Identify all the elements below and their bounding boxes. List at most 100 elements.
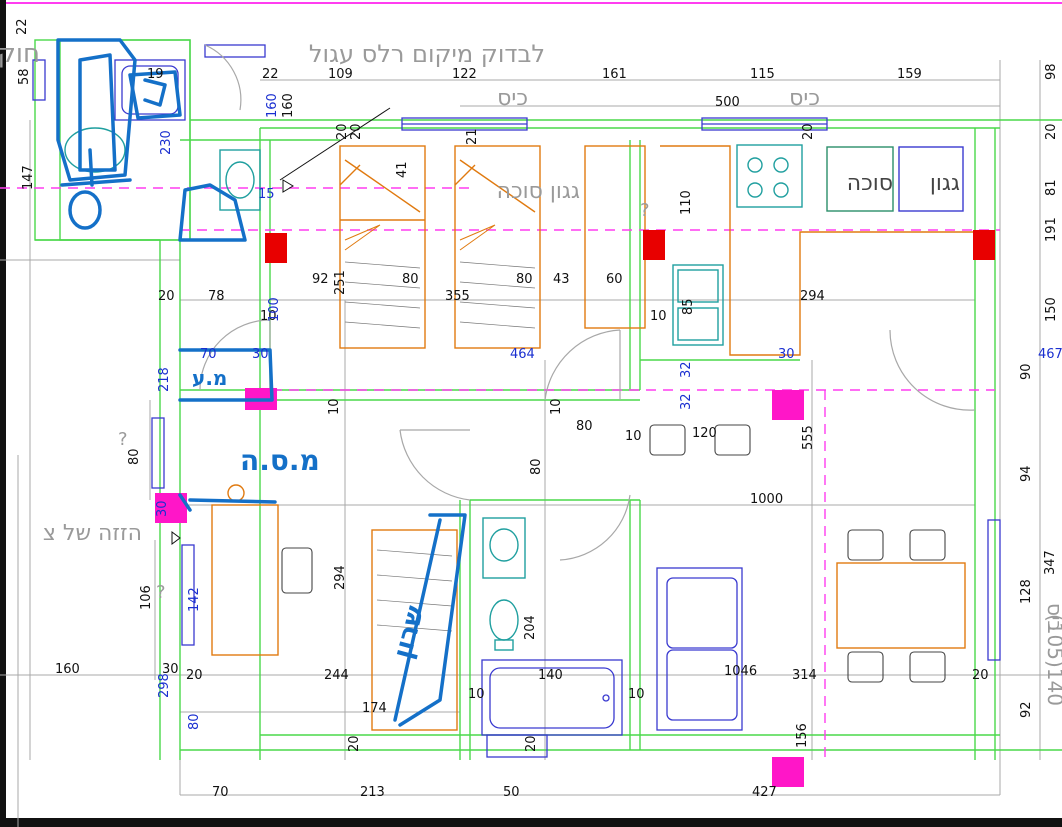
dim-81: 81 — [1044, 179, 1059, 196]
left-strip — [0, 0, 6, 827]
dim-50: 50 — [503, 785, 520, 800]
dim-10-b: 10 — [650, 309, 667, 324]
dim-100: 100 — [267, 297, 282, 322]
dim-80-f: 80 — [187, 713, 202, 730]
dim-314: 314 — [792, 668, 817, 683]
dim-156: 156 — [795, 723, 810, 748]
dim-191: 191 — [1044, 217, 1059, 242]
dim-41: 41 — [395, 161, 410, 178]
sofa — [656, 567, 743, 731]
dashed-guides — [0, 187, 1000, 760]
dim-120: 120 — [692, 426, 717, 441]
dim-115: 115 — [750, 67, 775, 82]
dim-427: 427 — [752, 785, 777, 800]
ink-annotation-a: מ.ס.ה — [240, 444, 320, 477]
sanitary-fixtures — [64, 127, 803, 651]
bed-hatching — [344, 261, 536, 632]
note-check-rail: לבדוק מיקום רלס עגול — [309, 40, 545, 68]
dim-80-a: 80 — [402, 272, 419, 287]
dim-20-g: 20 — [972, 668, 989, 683]
dim-94: 94 — [1019, 465, 1034, 482]
dim-106: 106 — [139, 585, 154, 610]
dim-20-h: 20 — [347, 735, 362, 752]
dim-58: 58 — [17, 68, 32, 85]
dim-20-d: 20 — [1044, 123, 1059, 140]
dim-92-b: 92 — [1019, 701, 1034, 718]
windows — [32, 44, 1001, 758]
label-right-edge: כיס — [1043, 603, 1062, 631]
dim-90: 90 — [1019, 363, 1034, 380]
dining-chairs — [281, 424, 946, 683]
dim-109: 109 — [328, 67, 353, 82]
dim-347: 347 — [1043, 550, 1058, 575]
dim-80-d: 80 — [127, 448, 142, 465]
dim-22: 22 — [15, 18, 30, 35]
label-sukkah-roof: גגון סוכה — [497, 179, 580, 204]
dim-213: 213 — [360, 785, 385, 800]
dim-21: 21 — [465, 128, 480, 145]
dim-464: 464 — [510, 347, 535, 362]
dim-98: 98 — [1044, 63, 1059, 80]
dim-30-b: 30 — [778, 347, 795, 362]
bottom-strip — [0, 818, 1062, 827]
dim-80-e: 80 — [529, 458, 544, 475]
dim-1000: 1000 — [750, 492, 783, 507]
question-mark-c: ? — [640, 200, 650, 221]
dim-80-c: 80 — [576, 419, 593, 434]
dim-500: 500 — [715, 95, 740, 110]
dim-30-d: 30 — [162, 662, 179, 677]
hand-sketch-annotations — [56, 38, 467, 727]
dim-251: 251 — [333, 270, 348, 295]
dim-20-b: 20 — [349, 123, 364, 140]
dim-78: 78 — [208, 289, 225, 304]
dim-30-a: 30 — [252, 347, 269, 362]
dim-19: 19 — [147, 67, 164, 82]
dim-85: 85 — [681, 298, 696, 315]
dim-160-b: 160 — [281, 93, 296, 118]
dim-20-i: 20 — [524, 735, 539, 752]
question-mark-a: ? — [118, 429, 128, 450]
dim-298: 298 — [157, 673, 172, 698]
dim-110: 110 — [679, 190, 694, 215]
dim-92: 92 — [312, 272, 329, 287]
dim-174: 174 — [362, 701, 387, 716]
dim-140: 140 — [538, 668, 563, 683]
dim-20-a: 20 — [335, 123, 350, 140]
dim-218: 218 — [157, 367, 172, 392]
dim-10-f: 10 — [468, 687, 485, 702]
label-roof: גגון — [930, 171, 960, 196]
dim-10-g: 10 — [628, 687, 645, 702]
dim-160-a: 160 — [265, 93, 280, 118]
dim-159: 159 — [897, 67, 922, 82]
dim-1046: 1046 — [724, 664, 757, 679]
dim-294-a: 294 — [800, 289, 825, 304]
label-kis-right: כיס — [789, 86, 820, 111]
dim-355: 355 — [445, 289, 470, 304]
dim-80-b: 80 — [516, 272, 533, 287]
dim-32-b: 32 — [679, 393, 694, 410]
dim-142: 142 — [187, 587, 202, 612]
dim-10-e: 10 — [625, 429, 642, 444]
dim-204: 204 — [523, 615, 538, 640]
furniture — [211, 145, 995, 731]
ink-annotation-b: שרון — [388, 602, 431, 661]
dim-20-e: 20 — [158, 289, 175, 304]
dim-10-a: 10 — [260, 309, 277, 324]
dim-128: 128 — [1019, 579, 1034, 604]
label-kis-left: כיס — [497, 86, 528, 111]
dim-147: 147 — [21, 165, 36, 190]
dim-22b: 22 — [262, 67, 279, 82]
dim-32-a: 32 — [679, 361, 694, 378]
dim-30-c: 30 — [155, 500, 170, 517]
dim-10-c: 10 — [327, 398, 342, 415]
dim-15: 15 — [258, 187, 275, 202]
dim-467: 467 — [1038, 347, 1062, 362]
dim-161: 161 — [602, 67, 627, 82]
structural-columns — [155, 230, 995, 787]
markers — [171, 107, 391, 545]
dim-555: 555 — [801, 425, 816, 450]
dim-230: 230 — [159, 130, 174, 155]
